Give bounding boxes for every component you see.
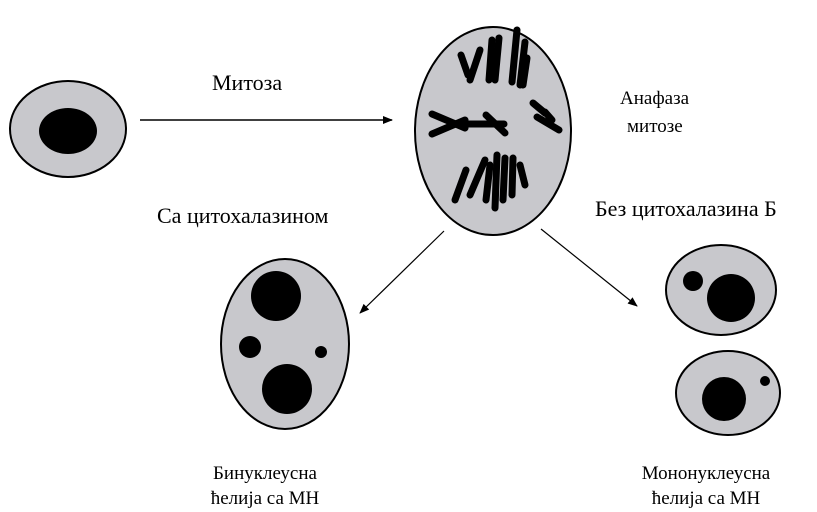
parent-cell-nucleus (39, 108, 97, 154)
mononucleated-bottom-nucleus (702, 377, 746, 421)
binucleated-caption-line1: Бинуклеусна (213, 463, 318, 484)
mononucleated-top-nucleus (707, 274, 755, 322)
mitosis-label: Митоза (212, 70, 282, 95)
binucleated-cell (221, 259, 349, 429)
arrow-to-mononucleated (541, 229, 637, 306)
mononucleated-caption-line1: Мононуклеусна (642, 463, 771, 484)
binucleated-main-nucleus-bottom (262, 364, 312, 414)
without-cytochalasin-label: Без цитохалазина Б (595, 196, 777, 221)
micronucleus-left (239, 336, 261, 358)
mononucleated-top-micronucleus (683, 271, 703, 291)
anaphase-label-line2: митозе (627, 116, 683, 137)
arrow-to-binucleated (360, 231, 444, 313)
anaphase-label-line1: Анафаза (620, 88, 690, 109)
mononucleated-cell-top (666, 245, 776, 335)
mononucleated-cell-bottom (676, 351, 780, 435)
mononucleated-caption-line2: ћелија са МН (652, 488, 761, 509)
with-cytochalasin-label: Са цитохалазином (157, 203, 328, 228)
mononucleated-bottom-micronucleus (760, 376, 770, 386)
binucleated-caption-line2: ћелија са МН (211, 488, 320, 509)
parent-cell (10, 81, 126, 177)
anaphase-cell (415, 27, 571, 235)
micronucleus-right (315, 346, 327, 358)
binucleated-main-nucleus-top (251, 271, 301, 321)
